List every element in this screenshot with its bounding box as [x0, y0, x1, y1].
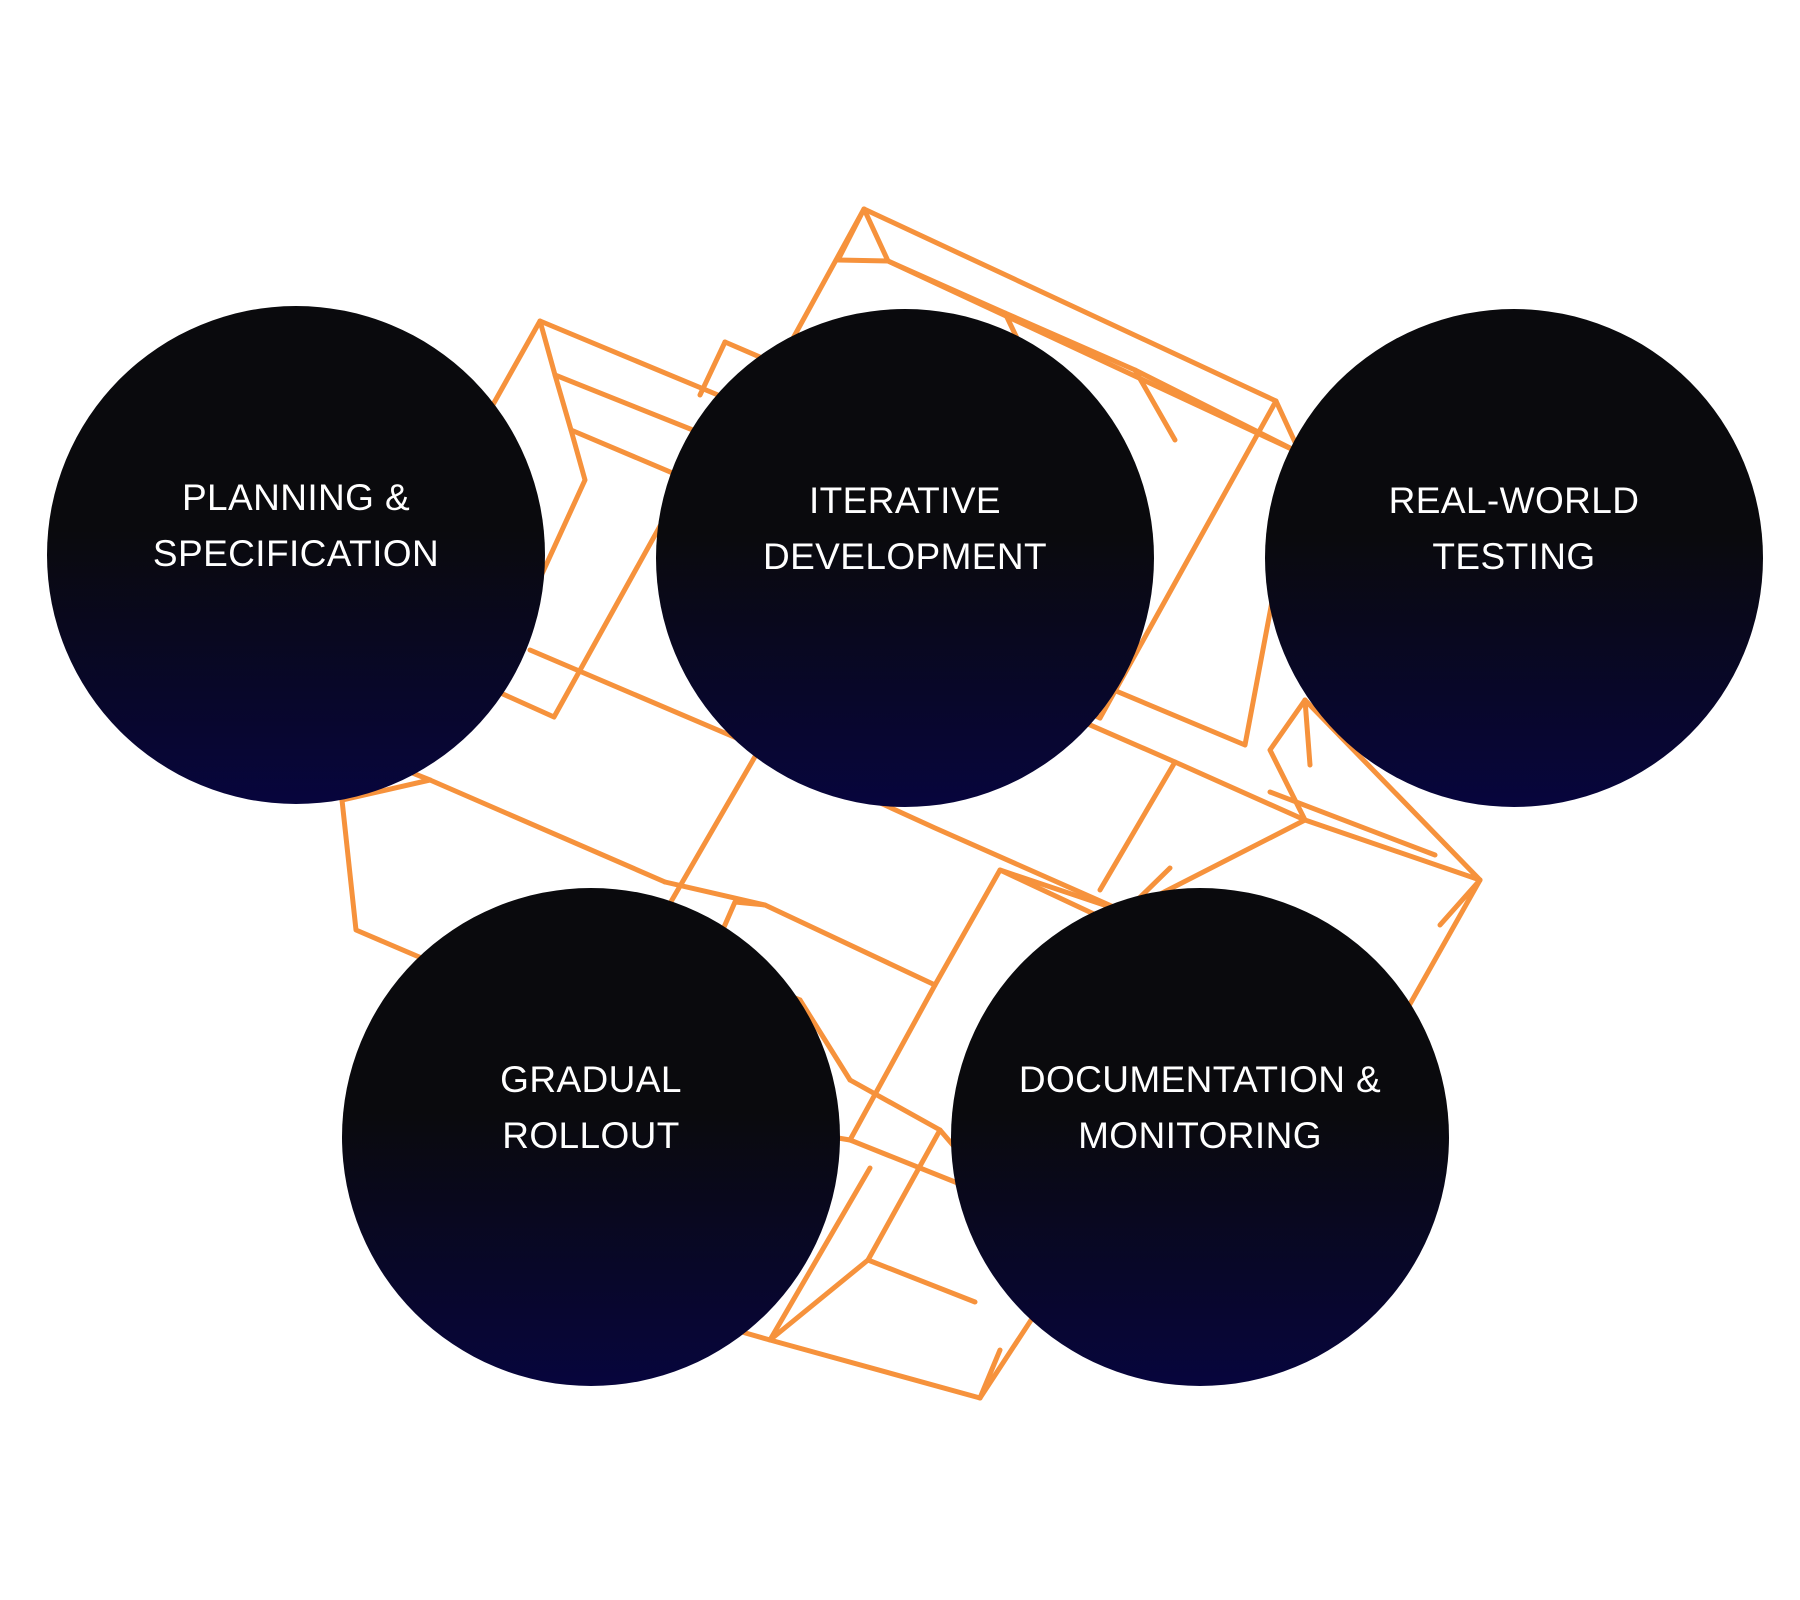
stage-label-line-1: GRADUAL	[500, 1059, 682, 1100]
stage-label-line-2: MONITORING	[1078, 1115, 1322, 1156]
grid-line-23	[1267, 789, 1438, 858]
stage-documentation-monitoring: DOCUMENTATION & MONITORING	[951, 888, 1449, 1386]
grid-line-39	[797, 997, 853, 1083]
stage-label: ITERATIVE DEVELOPMENT	[763, 473, 1047, 585]
grid-line-13	[697, 339, 728, 398]
grid-line-24	[1302, 817, 1483, 883]
stage-label-line-2: DEVELOPMENT	[762, 536, 1047, 577]
grid-line-19	[1267, 697, 1308, 823]
grid-line-26	[339, 777, 433, 803]
grid-line-6	[835, 206, 891, 264]
stage-label: GRADUAL ROLLOUT	[500, 1052, 682, 1164]
stage-gradual-rollout: GRADUAL ROLLOUT	[342, 888, 840, 1386]
grid-line-16	[757, 687, 1308, 915]
stage-real-world-testing: REAL-WORLD TESTING	[1265, 309, 1763, 807]
stage-label-line-1: ITERATIVE	[808, 480, 1002, 521]
grid-line-12	[527, 427, 588, 603]
grid-line-2	[861, 206, 1303, 456]
grid-line-21	[1302, 697, 1313, 768]
stage-label-line-1: REAL-WORLD	[1388, 480, 1640, 521]
stage-planning-specification: PLANNING & SPECIFICATION	[47, 306, 545, 804]
stage-label-line-2: SPECIFICATION	[152, 533, 440, 574]
stage-iterative-development: ITERATIVE DEVELOPMENT	[656, 309, 1154, 807]
stage-label-line-2: TESTING	[1432, 536, 1596, 577]
stage-label-line-2: ROLLOUT	[502, 1115, 680, 1156]
stage-label: PLANNING & SPECIFICATION	[153, 470, 439, 582]
grid-line-22	[1437, 877, 1483, 928]
grid-line-27	[427, 777, 668, 885]
stage-label-line-1: PLANNING &	[181, 477, 411, 518]
grid-lines	[339, 206, 1483, 1401]
stage-label: REAL-WORLD TESTING	[1389, 473, 1640, 585]
grid-line-37	[865, 1257, 978, 1305]
grid-line-5	[1132, 367, 1178, 443]
grid-line-3	[885, 258, 1303, 456]
stage-label: DOCUMENTATION & MONITORING	[1019, 1052, 1381, 1164]
grid-line-38	[767, 1165, 873, 1343]
stage-label-line-1: DOCUMENTATION &	[1018, 1059, 1382, 1100]
grid-line-18	[1097, 759, 1178, 893]
grid-line-28	[662, 879, 768, 908]
